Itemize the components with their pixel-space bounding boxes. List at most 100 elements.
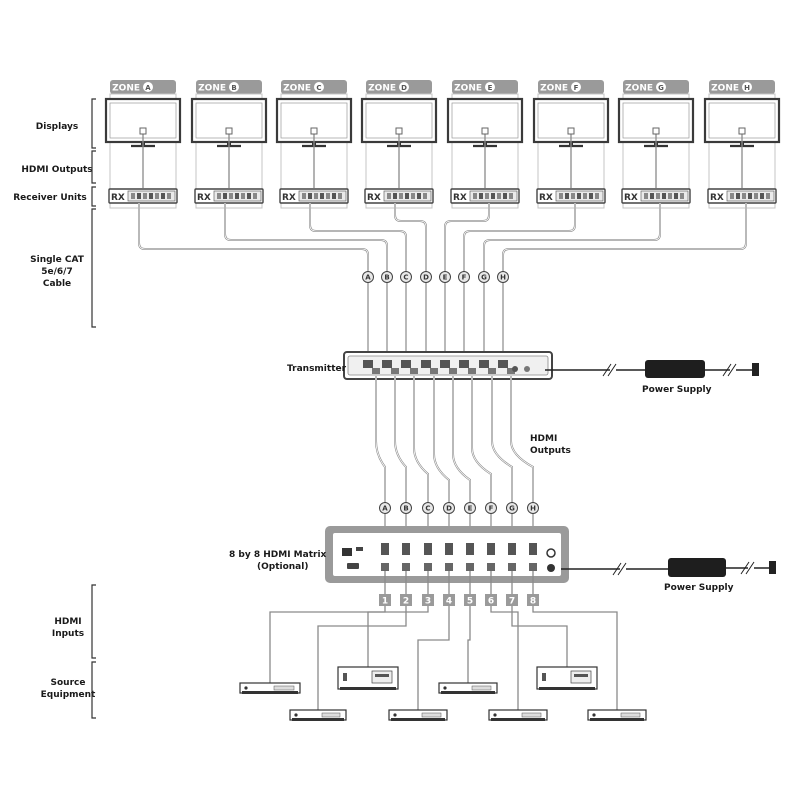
input-number-label: 5: [467, 597, 473, 607]
tx-hdmi-port-icon: [372, 368, 380, 374]
power-plug-bottom-icon: [769, 561, 776, 574]
input-number-tag: [379, 594, 391, 606]
cat-cable-g: [483, 203, 661, 358]
tx-hdmi-port-icon: [468, 368, 476, 374]
tx-hdmi-port-icon: [507, 368, 515, 374]
zone-tab-letter: D: [401, 84, 407, 92]
hdmi-tag-letter: B: [403, 505, 408, 513]
power-supply-top: [545, 360, 759, 378]
cat-cable-h: [502, 203, 747, 358]
zone-tab-letter: F: [574, 84, 579, 92]
source-player-icon: [438, 682, 498, 694]
hdmi-tag-letter: D: [446, 505, 452, 513]
input-cable-6: [490, 571, 519, 710]
power-supply-bottom-label: Power Supply: [664, 583, 734, 593]
matrix-output-port-icon: [381, 543, 389, 555]
matrix-input-port-icon: [424, 563, 432, 571]
cable-tag-letter: A: [365, 274, 371, 282]
tx-rj45-port-icon: [498, 360, 508, 368]
receiver-label: RX: [282, 193, 296, 203]
matrix-output-port-icon: [529, 543, 537, 555]
input-cable-8: [532, 571, 618, 710]
hdmi-cable-e: [452, 376, 471, 543]
tx-hdmi-port-icon: [449, 368, 457, 374]
matrix-input-port-icon: [402, 563, 410, 571]
hdmi-cable-d: [433, 376, 450, 543]
row-label-cable-line-3: Cable: [43, 279, 71, 289]
transmitter-label: Transmitter: [287, 364, 347, 374]
input-number-label: 7: [509, 597, 515, 607]
cable-tag-letter: B: [384, 274, 389, 282]
cable-tag-letter: H: [500, 274, 506, 282]
zone-unit-e: ZONE E RX: [446, 80, 524, 209]
cable-tag-c: [400, 271, 412, 283]
matrix-output-port-icon: [402, 543, 410, 555]
source-receiver-icon: [536, 666, 598, 690]
zone-tab-label: ZONE: [283, 84, 311, 94]
source-player-icon: [239, 682, 301, 694]
cable-tag-b: [381, 271, 393, 283]
tx-rj45-port-icon: [382, 360, 392, 368]
input-cable-4: [417, 571, 450, 710]
zone-tab-letter: B: [231, 84, 236, 92]
zone-tab-label: ZONE: [711, 84, 739, 94]
zone-tab-label: ZONE: [368, 84, 396, 94]
cable-tag-d: [420, 271, 432, 283]
input-number-label: 6: [488, 597, 494, 607]
matrix-output-port-icon: [424, 543, 432, 555]
receiver-label: RX: [453, 193, 467, 203]
source-player-icon: [289, 709, 347, 721]
zone-tab-label: ZONE: [540, 84, 568, 94]
tx-hdmi-port-icon: [488, 368, 496, 374]
zone-tab-label: ZONE: [112, 84, 140, 94]
input-number-tag: [485, 594, 497, 606]
receiver-label: RX: [197, 193, 211, 203]
tx-hdmi-port-icon: [430, 368, 438, 374]
matrix-label-2: (Optional): [257, 562, 308, 572]
zone-tab-label: ZONE: [454, 84, 482, 94]
hdmi-outputs-label-2: Outputs: [530, 446, 571, 456]
hdmi-tag-g: [506, 502, 518, 514]
zone-tab-letter: H: [744, 84, 750, 92]
cable-tag-letter: D: [423, 274, 429, 282]
cable-tag-g: [478, 271, 490, 283]
cable-tag-a: [362, 271, 374, 283]
row-label-hdmi-inputs-2: Inputs: [52, 629, 84, 639]
cable-tag-f: [458, 271, 470, 283]
matrix-input-port-icon: [381, 563, 389, 571]
power-supply-bottom: [561, 558, 776, 577]
zone-tab-letter: E: [488, 84, 493, 92]
tx-hdmi-port-icon: [410, 368, 418, 374]
source-player-icon: [488, 709, 548, 721]
cable-tag-letter: F: [462, 274, 467, 282]
matrix-lan-port-icon: [342, 548, 352, 556]
zone-tab-letter: C: [316, 84, 321, 92]
matrix-input-port-icon: [466, 563, 474, 571]
cable-tag-letter: C: [403, 274, 408, 282]
hdmi-cable-f: [471, 376, 492, 543]
hdmi-tag-d: [443, 502, 455, 514]
input-number-label: 4: [446, 597, 452, 607]
cable-tag-h: [497, 271, 509, 283]
hdmi-tag-letter: G: [509, 505, 515, 513]
row-label-source-1: Source: [51, 678, 86, 688]
hdmi-tag-h: [527, 502, 539, 514]
hdmi-outputs-label-1: HDMI: [530, 434, 557, 444]
cat-cable-a: [138, 203, 369, 358]
matrix-input-port-icon: [508, 563, 516, 571]
input-number-tag: [527, 594, 539, 606]
tx-rj45-port-icon: [479, 360, 489, 368]
row-label-hdmi-outputs: HDMI Outputs: [21, 165, 92, 175]
zone-unit-f: ZONE F RX: [532, 80, 610, 209]
input-cable-1: [269, 571, 386, 683]
receiver-label: RX: [624, 193, 638, 203]
receiver-label: RX: [539, 193, 553, 203]
source-equipment: [239, 666, 647, 721]
